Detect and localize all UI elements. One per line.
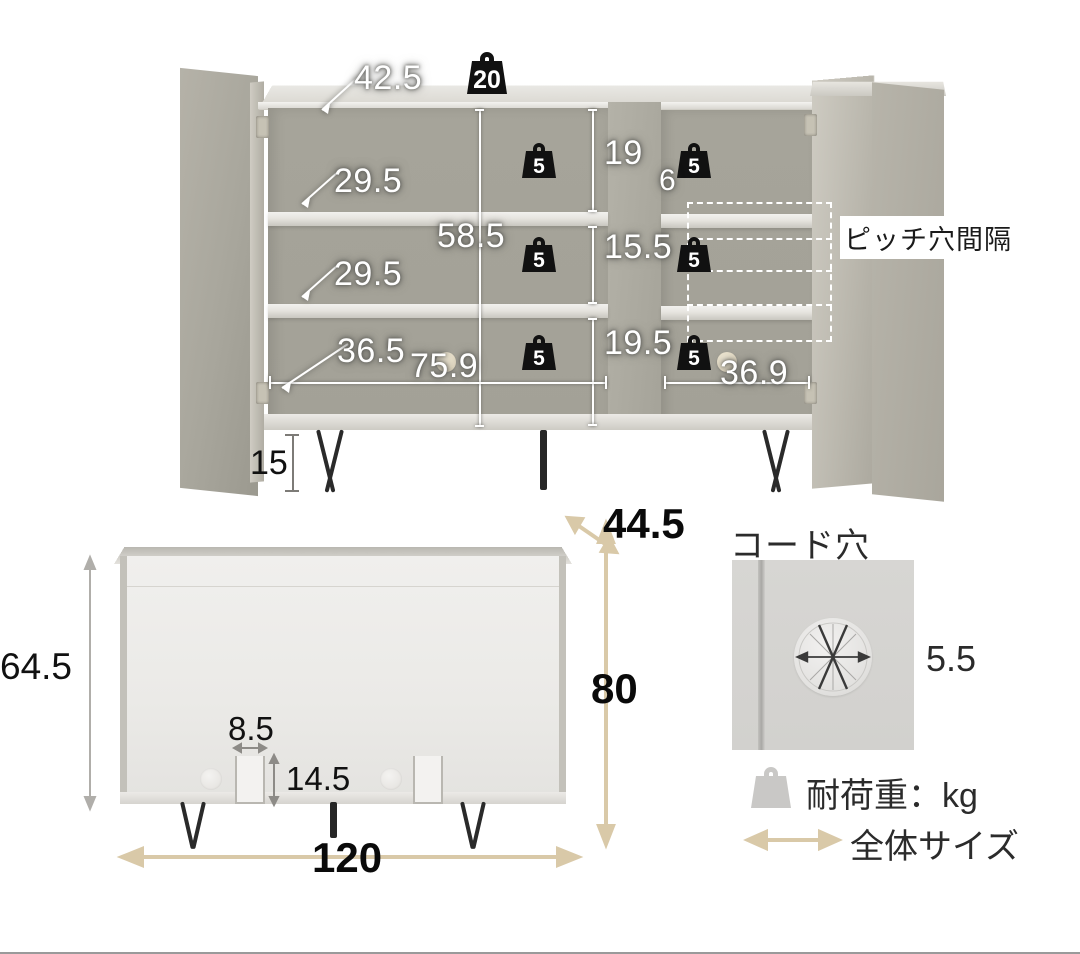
weight-value-right-middle: 5	[688, 249, 700, 272]
rear-body-height-arrow	[83, 554, 97, 812]
center-divider-panel	[608, 102, 661, 430]
cord-hole-left-compartment	[436, 352, 456, 372]
cord-hole-grommet	[794, 618, 872, 696]
weight-value-top: 20	[473, 66, 501, 94]
label-compartment-height-top: 19	[604, 134, 643, 172]
load-capacity-icon	[746, 762, 796, 815]
dimtick-leg-top	[285, 434, 299, 436]
label-total-width: 120	[312, 834, 383, 881]
label-inner-width-left: 75.9	[410, 347, 479, 385]
dimtick-comp-mid-b	[588, 302, 597, 304]
weight-value-right-upper: 5	[688, 155, 700, 178]
label-depth: 44.5	[603, 500, 685, 547]
hinge-right-top	[804, 114, 817, 136]
left-shelf-upper	[268, 212, 608, 226]
cord-hole-title: コード穴	[730, 527, 870, 565]
weight-badge-left-middle: 5	[517, 232, 561, 274]
rear-cord-hole-left	[200, 768, 222, 790]
right-shelf-lower	[661, 306, 812, 320]
dimtick-inner-width-left-a	[269, 376, 271, 389]
dimline-inner-width-right	[664, 382, 810, 384]
label-inner-height-total: 58.5	[437, 217, 506, 255]
overall-size-label: 全体サイズ	[850, 828, 1019, 866]
rear-leg-left-b	[191, 801, 206, 850]
rear-base-board	[120, 792, 566, 804]
weight-value-left-middle: 5	[533, 249, 545, 272]
rear-cord-hole-right	[380, 768, 402, 790]
hinge-left-top	[256, 116, 269, 138]
label-compartment-height-bottom: 19.5	[604, 324, 673, 362]
cabinet-top-edge	[258, 102, 888, 109]
rear-notch-left	[235, 756, 265, 804]
label-body-height: 64.5	[0, 646, 73, 687]
pitch-row-2	[687, 270, 832, 272]
weight-badge-left-bottom: 5	[517, 330, 561, 372]
rear-inner-seam	[127, 586, 559, 587]
dimline-inner-width-left	[269, 382, 607, 384]
weight-badge-top-board: 20	[460, 46, 514, 96]
rear-leg-right-b	[471, 801, 486, 850]
label-shelf-depth-2: 29.5	[334, 255, 403, 293]
cord-hole-photo	[732, 560, 914, 750]
label-depth-top: 42.5	[354, 59, 423, 97]
left-shelf-lower	[268, 304, 608, 318]
hinge-left-bottom	[256, 382, 269, 404]
dimtick-comp-top-a	[588, 109, 597, 111]
weight-badge-right-bottom: 5	[672, 330, 716, 372]
label-compartment-height-mid: 15.5	[604, 228, 673, 266]
rear-back-panel	[120, 556, 566, 796]
rear-notch-right	[413, 756, 443, 804]
label-bottom-depth: 36.5	[337, 332, 406, 370]
hinge-right-bottom	[804, 382, 817, 404]
overall-size-legend-arrow	[743, 828, 843, 852]
label-leg-height: 15	[250, 444, 288, 482]
dimline-comp-mid	[592, 226, 594, 304]
right-door-panel-outer	[872, 82, 944, 502]
legend-panel: コード穴	[722, 520, 1052, 866]
dimtick-inner-height-top	[475, 109, 484, 111]
left-door-panel	[180, 67, 258, 497]
weight-badge-right-upper: 5	[672, 138, 716, 180]
cord-hole-panel-seam	[758, 560, 765, 750]
pitch-row-3	[687, 304, 832, 306]
weight-value-left-bottom: 5	[533, 347, 545, 370]
dimtick-inner-width-left-b	[605, 376, 607, 389]
weight-badge-left-upper: 5	[517, 138, 561, 180]
label-shelf-depth-1: 29.5	[334, 162, 403, 200]
dimline-inner-height	[479, 109, 481, 427]
pitch-hole-callout: ピッチ穴間隔	[840, 216, 1016, 259]
label-pitch: 6	[659, 164, 677, 197]
label-notch-height: 14.5	[286, 760, 351, 797]
cabinet-rear-view: 8.5 14.5 64.5	[0, 524, 588, 854]
cabinet-bottom-board	[264, 414, 814, 430]
dimtick-comp-bottom-a	[588, 318, 597, 320]
label-inner-width-right: 36.9	[720, 354, 789, 392]
dimtick-leg-bottom	[285, 490, 299, 492]
dimtick-comp-bottom-b	[588, 424, 597, 426]
dimtick-inner-width-right-b	[808, 376, 810, 389]
load-capacity-label: 耐荷重：kg	[806, 777, 978, 815]
dimline-comp-bottom	[592, 318, 594, 426]
cord-hole-diameter-label: 5.5	[926, 638, 977, 679]
dimtick-inner-height-bottom	[475, 425, 484, 427]
left-door-edge	[250, 81, 264, 483]
pitch-row-1	[687, 238, 832, 240]
label-notch-width: 8.5	[228, 710, 274, 747]
dimtick-comp-top-b	[588, 210, 597, 212]
weight-badge-right-middle: 5	[672, 232, 716, 274]
dimtick-comp-mid-a	[588, 226, 597, 228]
rear-leg-center	[330, 802, 337, 838]
weight-value-right-bottom: 5	[688, 347, 700, 370]
right-shelf-upper	[661, 214, 812, 228]
leg-center	[540, 430, 547, 490]
dimline-leg-height	[292, 434, 294, 492]
dimtick-inner-width-right-a	[664, 376, 666, 389]
cord-hole-right-compartment	[717, 352, 737, 372]
weight-value-left-upper: 5	[533, 155, 545, 178]
dimline-comp-top	[592, 109, 594, 212]
label-total-height: 80	[591, 665, 638, 712]
cabinet-front-open-view: 20 5 5 5	[172, 52, 1016, 502]
